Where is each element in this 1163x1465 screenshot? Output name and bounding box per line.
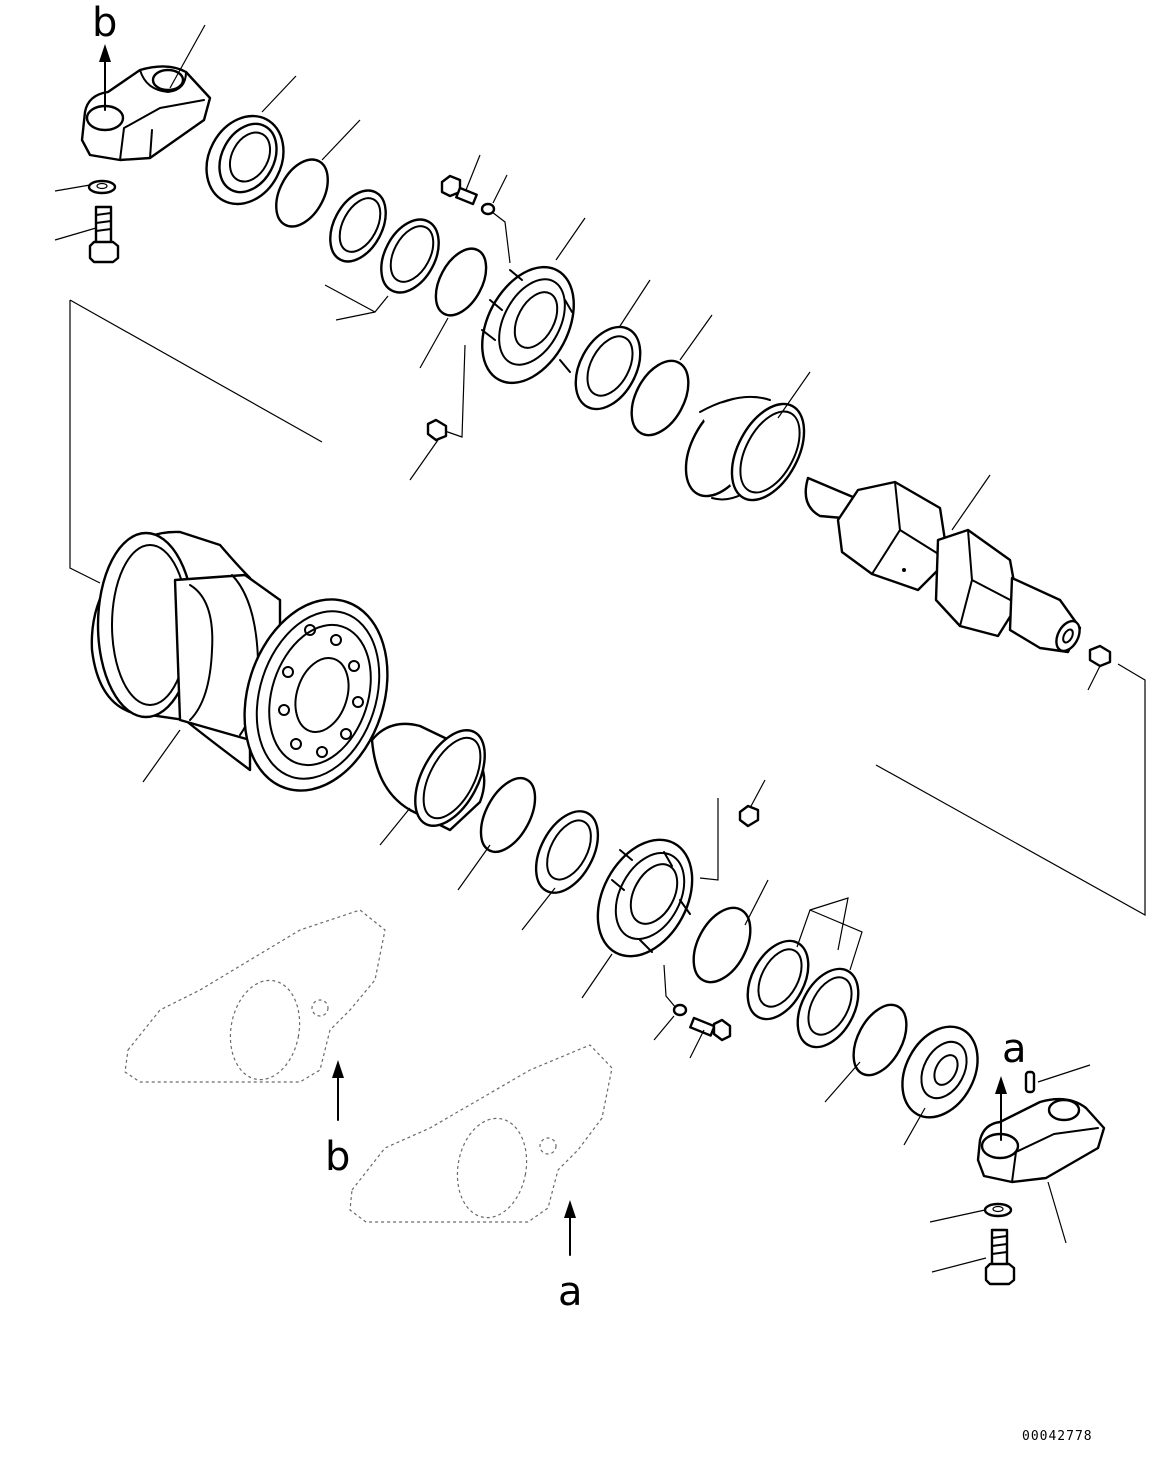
lower-plug [738,804,760,828]
lower-o-ring-2 [692,906,752,984]
upper-collar-washer [480,202,496,216]
marker-b-top: b [92,0,117,46]
drawing-number: 00042778 [1022,1429,1093,1444]
lower-collar [596,838,694,958]
arrow-a-bottom [564,1200,576,1256]
upper-thrust-washer [574,325,642,411]
lower-collar-bolt [689,1016,732,1042]
upper-seal-ring-1 [329,189,387,263]
lower-o-ring-1 [479,777,537,853]
upper-collar [481,265,575,385]
lower-o-ring-3 [852,1003,908,1077]
arrow-b-top [99,44,111,111]
leader-lines [54,24,1101,1273]
marker-b-bottom: b [325,1134,350,1180]
alignment-lines [69,211,1146,1009]
upper-cap-bracket [80,65,212,162]
marker-a-bottom: a [558,1269,583,1315]
shaft-plug [1088,644,1112,668]
track-frame-reference-a [349,1044,613,1223]
upper-bushing [684,392,806,504]
arrow-a-right [995,1076,1007,1141]
marker-a-right: a [1002,1026,1027,1072]
lower-collar-washer [672,1003,688,1017]
upper-o-ring-1 [275,158,329,228]
upper-left-bolt [88,205,120,264]
lower-floating-seal-housing [901,1025,979,1119]
upper-seal-ring-2 [380,218,440,294]
upper-plug [426,418,448,442]
track-roller-body [90,530,389,792]
upper-o-ring-3 [630,359,690,437]
lower-cap-bracket [976,1097,1106,1184]
lower-right-bolt [984,1228,1016,1286]
upper-o-ring-2 [434,247,488,317]
roller-bolt-holes [278,624,364,758]
upper-left-washer [87,179,117,195]
dowel-pin [1024,1070,1036,1094]
lower-thrust-washer [534,810,600,894]
lower-seal-ring-2 [796,967,860,1049]
track-frame-reference-b [124,909,386,1083]
roller-shaft [804,476,1082,654]
upper-floating-seal-housing [205,114,285,206]
lower-bushing [370,722,486,832]
lower-seal-ring-1 [746,939,810,1021]
upper-collar-bolt [440,174,478,206]
arrow-b-bottom [332,1060,344,1121]
lower-right-washer [983,1202,1013,1218]
